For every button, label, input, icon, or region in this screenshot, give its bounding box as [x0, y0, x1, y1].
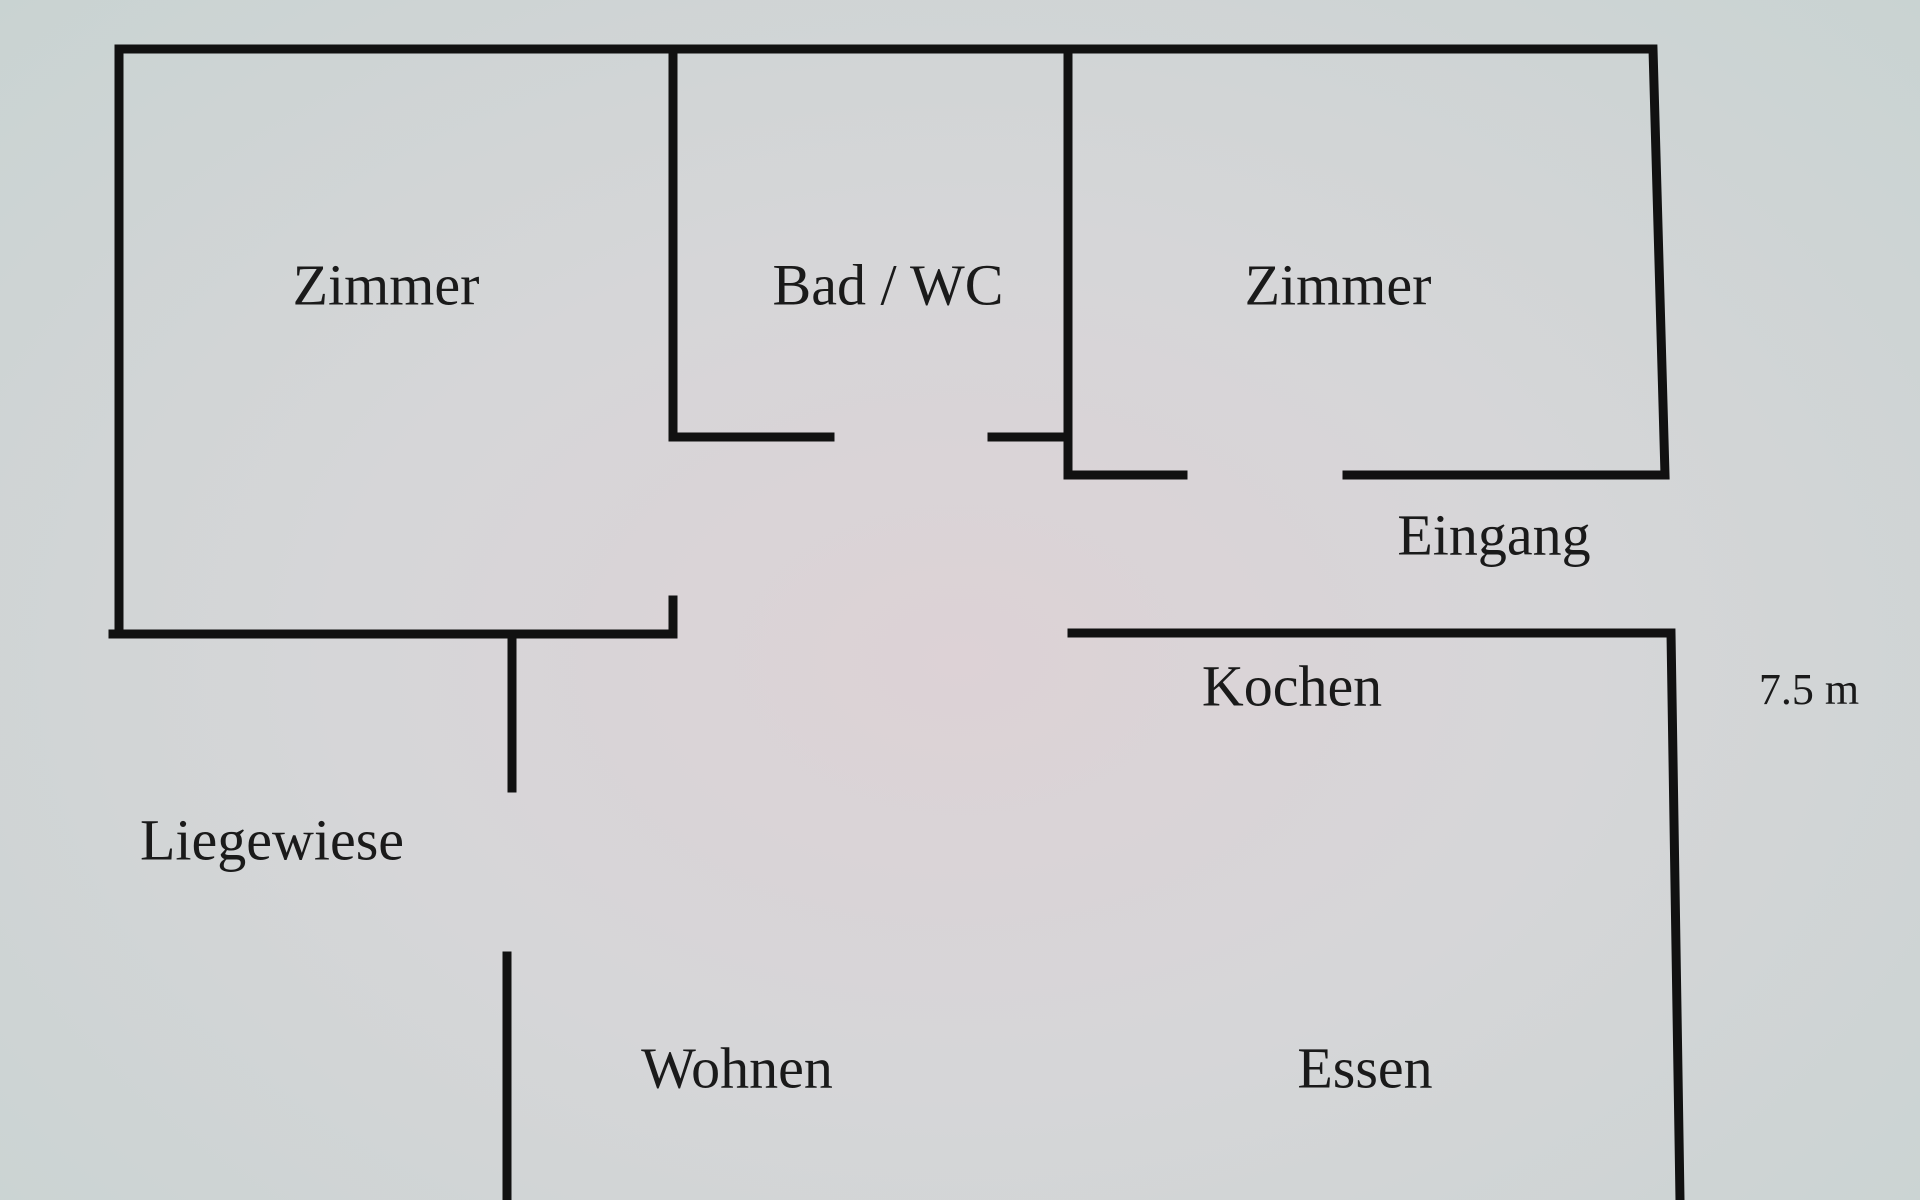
dimension-label: 7.5 m [1759, 665, 1859, 714]
outer-top-wall [114, 44, 1670, 639]
room-label-zimmer-left: Zimmer [293, 252, 480, 317]
room-label-dining: Essen [1297, 1035, 1432, 1100]
room-label-kitchen: Kochen [1202, 653, 1382, 718]
kitchen-wall [1067, 628, 1685, 1200]
room-label-bathroom: Bad / WC [773, 252, 1004, 317]
right-room-left-wall [1063, 44, 1188, 480]
room-label-entrance: Eingang [1397, 502, 1590, 567]
room-label-living: Wohnen [641, 1035, 833, 1100]
room-label-zimmer-right: Zimmer [1245, 252, 1432, 317]
walls [108, 44, 1685, 1200]
bathroom-left-wall [668, 44, 835, 442]
room-label-lawn: Liegewiese [140, 807, 404, 872]
